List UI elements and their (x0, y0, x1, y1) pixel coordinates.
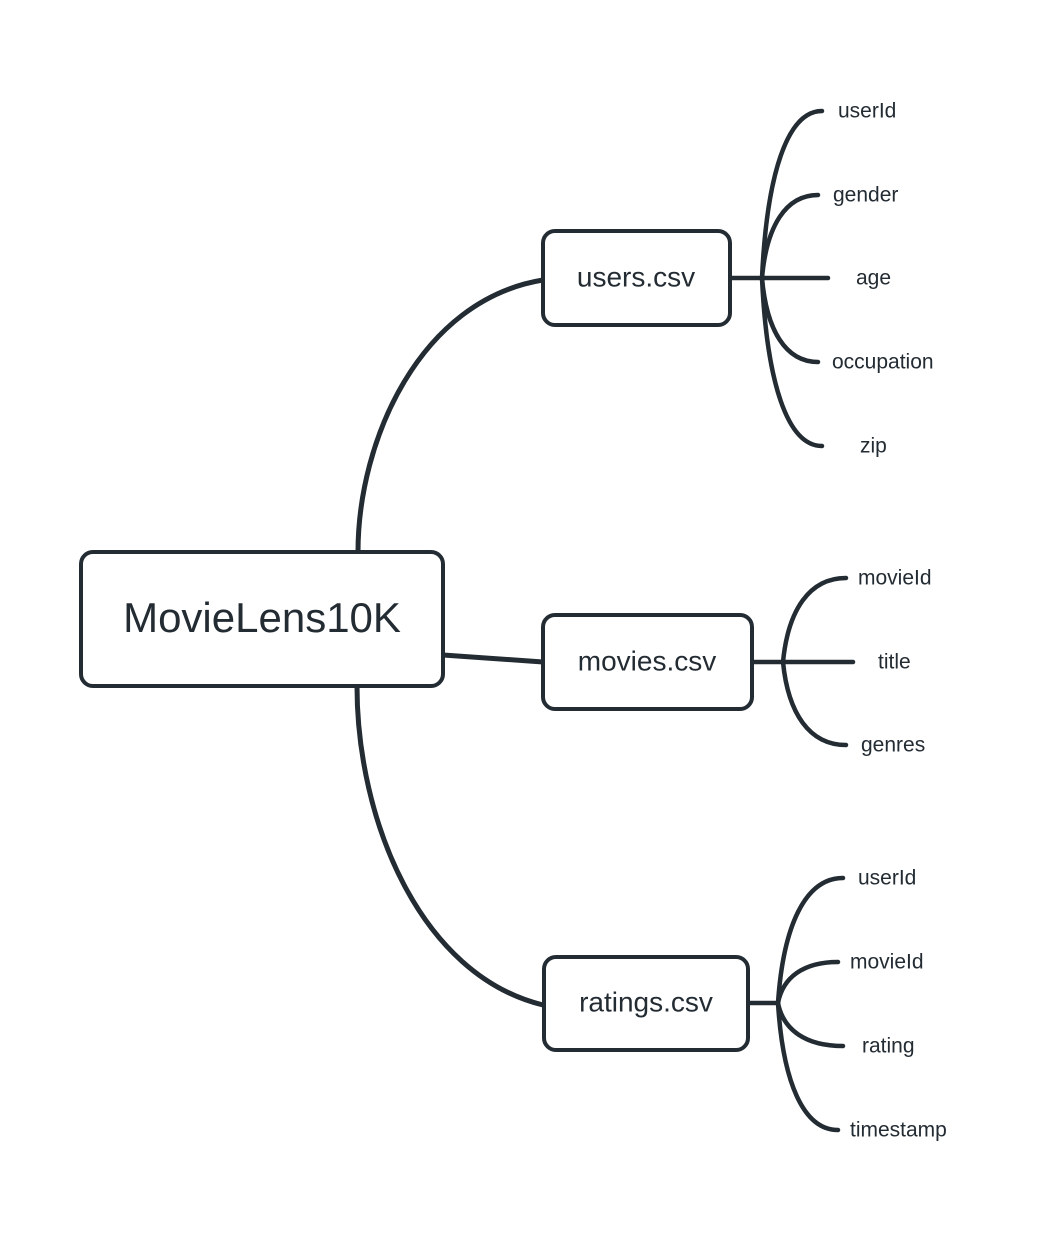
leaf-edge-movies-2 (780, 659, 849, 748)
leaf-label-ratings-movieId[interactable]: movieId (850, 951, 924, 974)
branch-node-ratings-box[interactable] (542, 955, 750, 1052)
branch-node-ratings-label: ratings.csv (579, 986, 713, 1017)
branch-node-users-label: users.csv (577, 261, 695, 292)
leaf-label-ratings-timestamp[interactable]: timestamp (850, 1119, 947, 1142)
root-to-ratings-edge (354, 683, 546, 1008)
leaf-label-users-age[interactable]: age (856, 267, 891, 290)
leaf-label-movies-movieId[interactable]: movieId (858, 567, 932, 590)
root-to-movies-edge (440, 652, 546, 665)
leaf-edge-users-4 (759, 275, 825, 449)
leaf-label-users-userId[interactable]: userId (838, 100, 896, 123)
leaf-label-users-zip[interactable]: zip (860, 435, 887, 458)
leaf-label-users-occupation[interactable]: occupation (832, 351, 934, 374)
leaf-label-users-gender[interactable]: gender (833, 184, 898, 207)
leaf-edge-ratings-1 (775, 959, 841, 1006)
leaf-edge-ratings-0 (775, 875, 846, 1006)
leaf-label-ratings-userId[interactable]: userId (858, 867, 916, 890)
root-node-box[interactable] (79, 550, 445, 688)
leaf-edge-ratings-3 (775, 1000, 841, 1133)
leaf-edge-group (727, 108, 856, 1133)
leaf-edge-movies-0 (780, 575, 849, 665)
leaf-label-ratings-rating[interactable]: rating (862, 1035, 915, 1058)
leaf-edge-users-1 (759, 192, 821, 281)
node-group (79, 229, 754, 1052)
branch-node-movies-label: movies.csv (578, 645, 716, 676)
leaf-edge-ratings-2 (775, 1000, 846, 1049)
branch-node-movies-box[interactable] (541, 613, 754, 711)
branch-node-users-box[interactable] (541, 229, 732, 327)
root-node-label: MovieLens10K (123, 594, 401, 641)
leaf-label-movies-title[interactable]: title (878, 651, 911, 674)
leaf-label-movies-genres[interactable]: genres (861, 734, 925, 757)
root-edge-group (354, 277, 546, 1008)
label-group: MovieLens10K users.csv userId gender age occu… (123, 100, 947, 1142)
leaf-edge-users-0 (759, 108, 825, 281)
root-to-users-edge (355, 277, 546, 555)
